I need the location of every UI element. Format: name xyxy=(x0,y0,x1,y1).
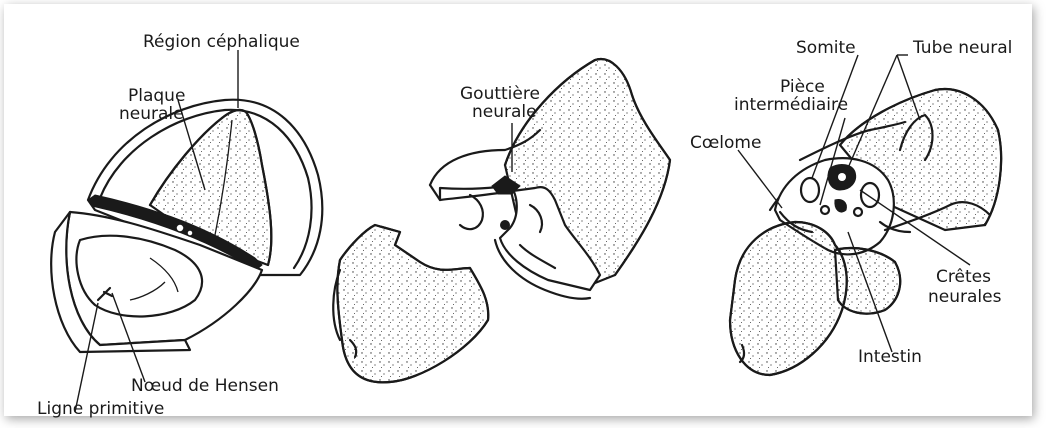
label-intestin: Intestin xyxy=(858,347,922,367)
leader-coelome xyxy=(738,150,782,208)
label-gouttiere-line2: neurale xyxy=(472,102,537,122)
lower-body xyxy=(730,222,847,375)
somite-right xyxy=(861,183,879,207)
label-noeud-de-hensen: Nœud de Hensen xyxy=(131,376,279,396)
label-somite: Somite xyxy=(796,38,856,58)
label-plaque-line1: Plaque xyxy=(128,86,185,106)
label-plaque-line2: neurale xyxy=(119,104,184,124)
label-region-cephalique: Région céphalique xyxy=(143,32,300,52)
label-coelome: Cœlome xyxy=(690,133,761,153)
label-piece-line1: Pièce xyxy=(780,77,825,97)
label-cretes-line1: Crêtes xyxy=(936,267,991,287)
label-tube-neural: Tube neural xyxy=(912,38,1012,58)
label-ligne-primitive: Ligne primitive xyxy=(37,399,164,419)
label-piece-line2: intermédiaire xyxy=(734,95,848,115)
somite-left xyxy=(801,178,819,202)
label-cretes-line2: neurales xyxy=(928,287,1002,307)
panel-neural-plate xyxy=(51,50,322,412)
lower-body xyxy=(337,225,488,382)
label-gouttiere-line1: Gouttière xyxy=(460,84,540,104)
